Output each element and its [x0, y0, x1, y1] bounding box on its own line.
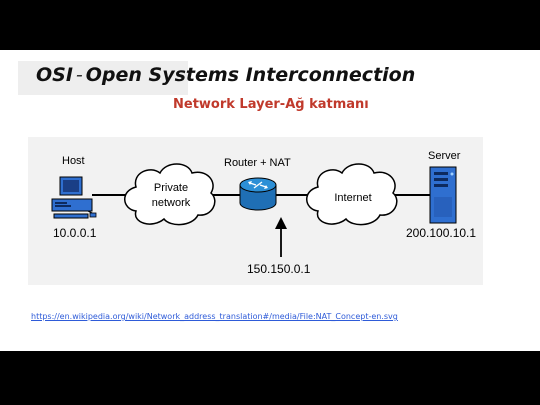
title-background	[18, 61, 188, 95]
nat-diagram: Host 10.0.0.1 Private network Router + N…	[28, 137, 483, 285]
server-ip: 200.100.10.1	[406, 226, 476, 240]
title-separator: -	[75, 64, 83, 86]
host-computer-icon	[51, 176, 97, 219]
private-network-cloud-icon	[124, 163, 216, 226]
server-icon	[429, 166, 457, 224]
internet-label: Internet	[334, 192, 371, 204]
private-network-label-line2: network	[152, 197, 191, 209]
slide: OSI-Open Systems Interconnection Network…	[0, 50, 540, 351]
title-main: Open Systems Interconnection	[85, 64, 416, 86]
slide-title: OSI-Open Systems Interconnection	[36, 64, 415, 86]
slide-subtitle: Network Layer-Ağ katmanı	[173, 97, 369, 112]
internet-cloud-icon	[306, 163, 398, 226]
diagram-background	[28, 137, 483, 285]
server-label: Server	[428, 150, 461, 162]
router-label: Router + NAT	[224, 157, 291, 169]
arrow-up-icon	[275, 217, 287, 257]
source-link[interactable]: https://en.wikipedia.org/wiki/Network_ad…	[31, 312, 398, 321]
host-ip: 10.0.0.1	[53, 226, 97, 240]
title-prefix: OSI	[36, 64, 73, 86]
router-ip: 150.150.0.1	[247, 262, 311, 276]
host-label: Host	[62, 155, 85, 167]
router-icon	[239, 177, 277, 211]
private-network-label-line1: Private	[154, 182, 188, 194]
